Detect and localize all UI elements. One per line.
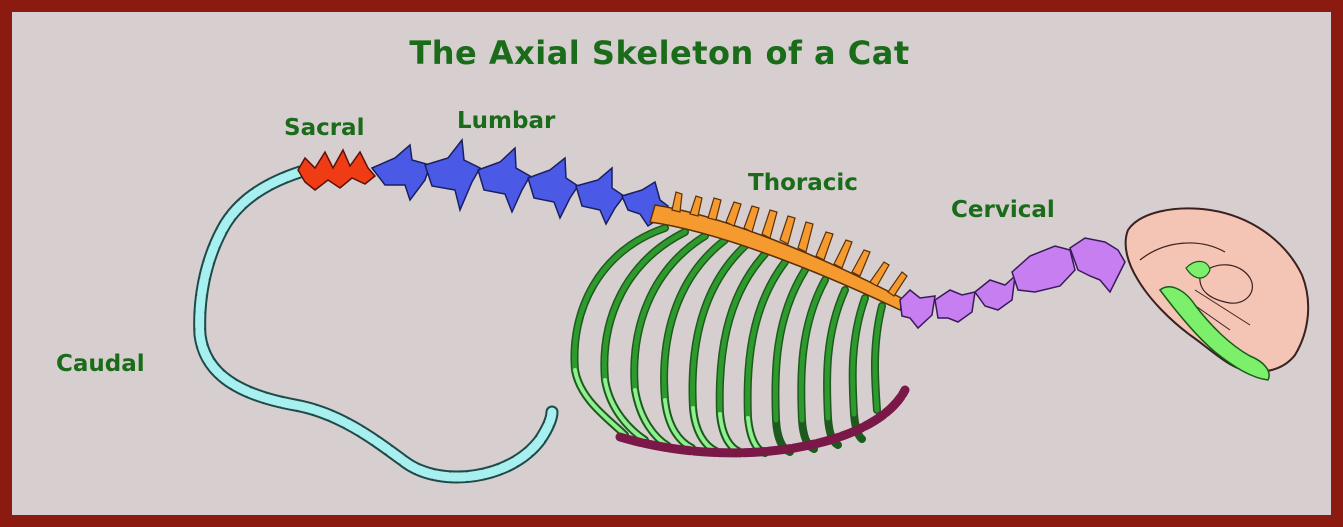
sacral-vertebrae (298, 150, 375, 190)
label-cervical: Cervical (951, 197, 1055, 223)
label-lumbar: Lumbar (457, 108, 555, 134)
label-sacral: Sacral (284, 115, 364, 141)
label-thoracic: Thoracic (748, 170, 858, 196)
caudal-vertebrae (200, 172, 552, 477)
label-caudal: Caudal (56, 351, 145, 377)
lumbar-vertebrae (372, 140, 668, 226)
cervical-vertebrae (900, 238, 1125, 328)
